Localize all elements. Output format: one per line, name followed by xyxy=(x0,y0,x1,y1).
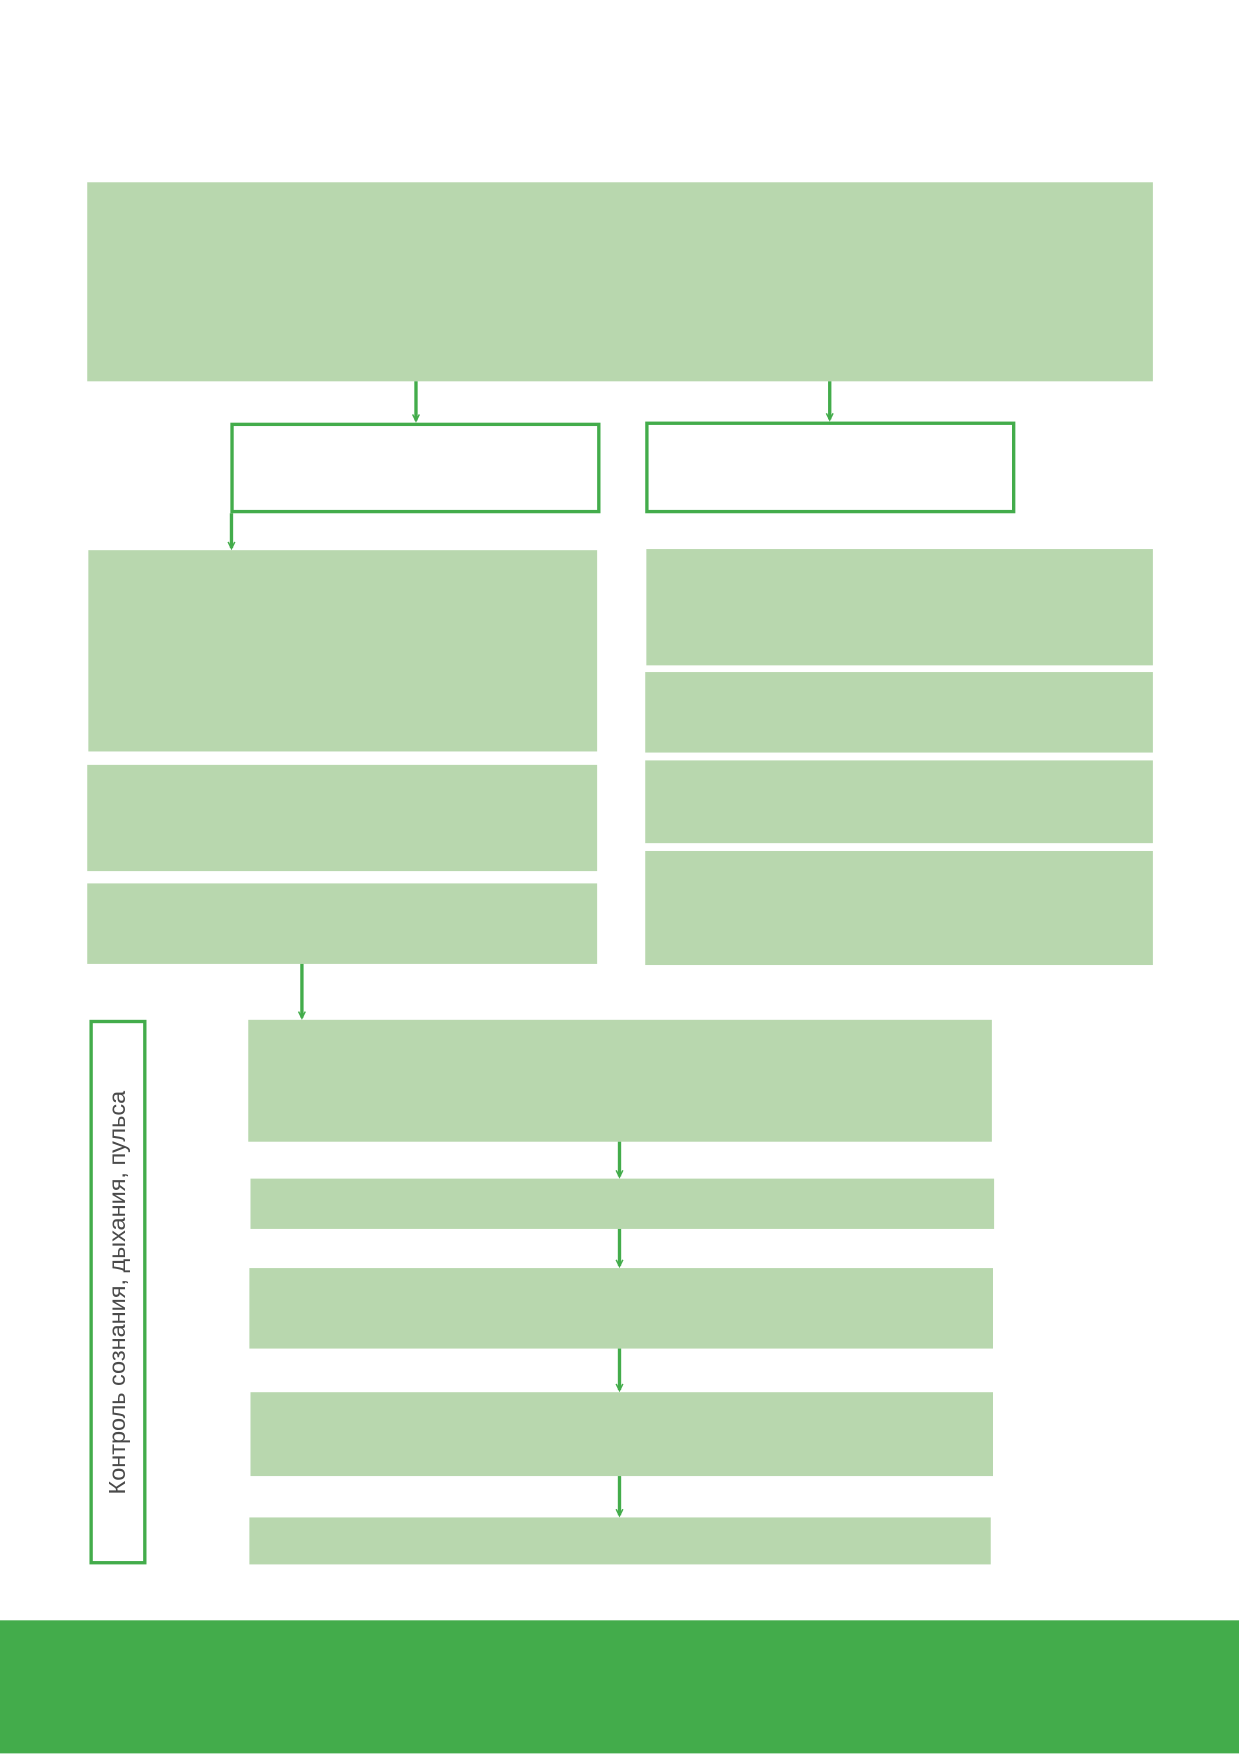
left-step-2 xyxy=(87,764,598,872)
left-step-1 xyxy=(88,550,598,752)
right-step-1 xyxy=(646,549,1153,666)
branch-left-box xyxy=(230,422,601,514)
sequence-step-1 xyxy=(248,1019,992,1142)
right-step-3 xyxy=(645,760,1153,844)
side-label-box: Контроль сознания, дыхания, пульса xyxy=(89,1019,147,1565)
footer-band xyxy=(0,1620,1239,1754)
left-step-3 xyxy=(87,883,598,964)
sequence-step-3 xyxy=(249,1268,993,1349)
top-box xyxy=(87,182,1153,382)
sequence-step-2 xyxy=(250,1178,995,1229)
branch-right-box xyxy=(645,421,1016,514)
sequence-step-4 xyxy=(250,1392,993,1477)
right-step-4 xyxy=(645,850,1153,966)
right-step-2 xyxy=(645,672,1153,753)
sequence-step-5 xyxy=(249,1517,991,1565)
